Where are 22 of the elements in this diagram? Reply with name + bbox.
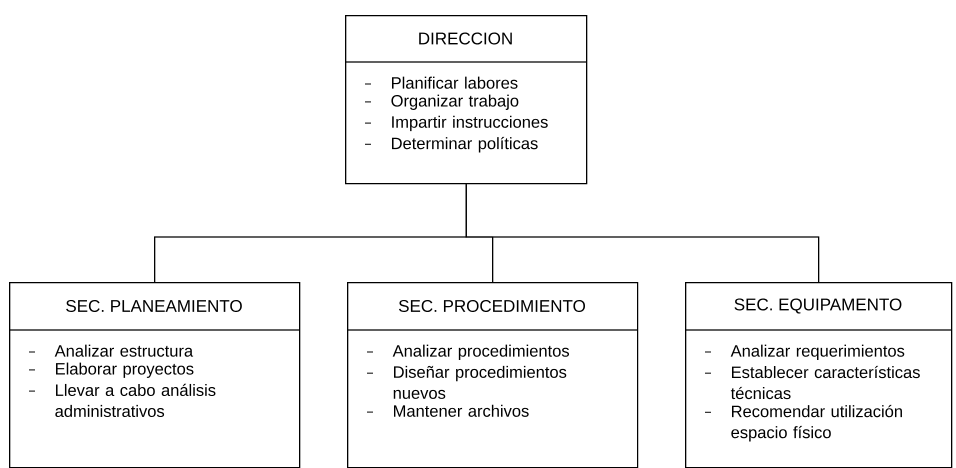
org-box <box>9 282 300 468</box>
list-item: Mantener archivos <box>366 404 529 417</box>
list-item: Analizar procedimientos <box>366 344 570 360</box>
org-box <box>685 282 952 468</box>
list-item: Analizar requerimientos <box>704 344 904 360</box>
org-box <box>345 15 588 184</box>
list-item: Planificar labores <box>364 76 518 89</box>
box-heading: SEC. EQUIPAMENTO <box>734 298 902 314</box>
org-box <box>347 282 638 468</box>
list-item: Diseñar procedimientos nuevos <box>366 366 566 399</box>
list-item: Determinar políticas <box>364 136 538 152</box>
box-heading: SEC. PLANEAMIENTO <box>66 300 242 312</box>
list-item: Organizar trabajo <box>364 94 518 110</box>
list-item: Impartir instrucciones <box>364 116 548 132</box>
box-heading: DIRECCION <box>419 32 512 45</box>
list-item: Establecer características técnicas <box>704 366 920 400</box>
list-item: Recomendar utilización espacio físico <box>704 404 902 442</box>
list-item: Elaborar proyectos <box>28 362 194 378</box>
box-heading: SEC. PROCEDIMIENTO <box>398 300 586 312</box>
connector-line <box>466 184 820 282</box>
list-item: Analizar estructura <box>28 344 194 357</box>
list-item: Llevar a cabo análisis administrativos <box>28 384 216 418</box>
